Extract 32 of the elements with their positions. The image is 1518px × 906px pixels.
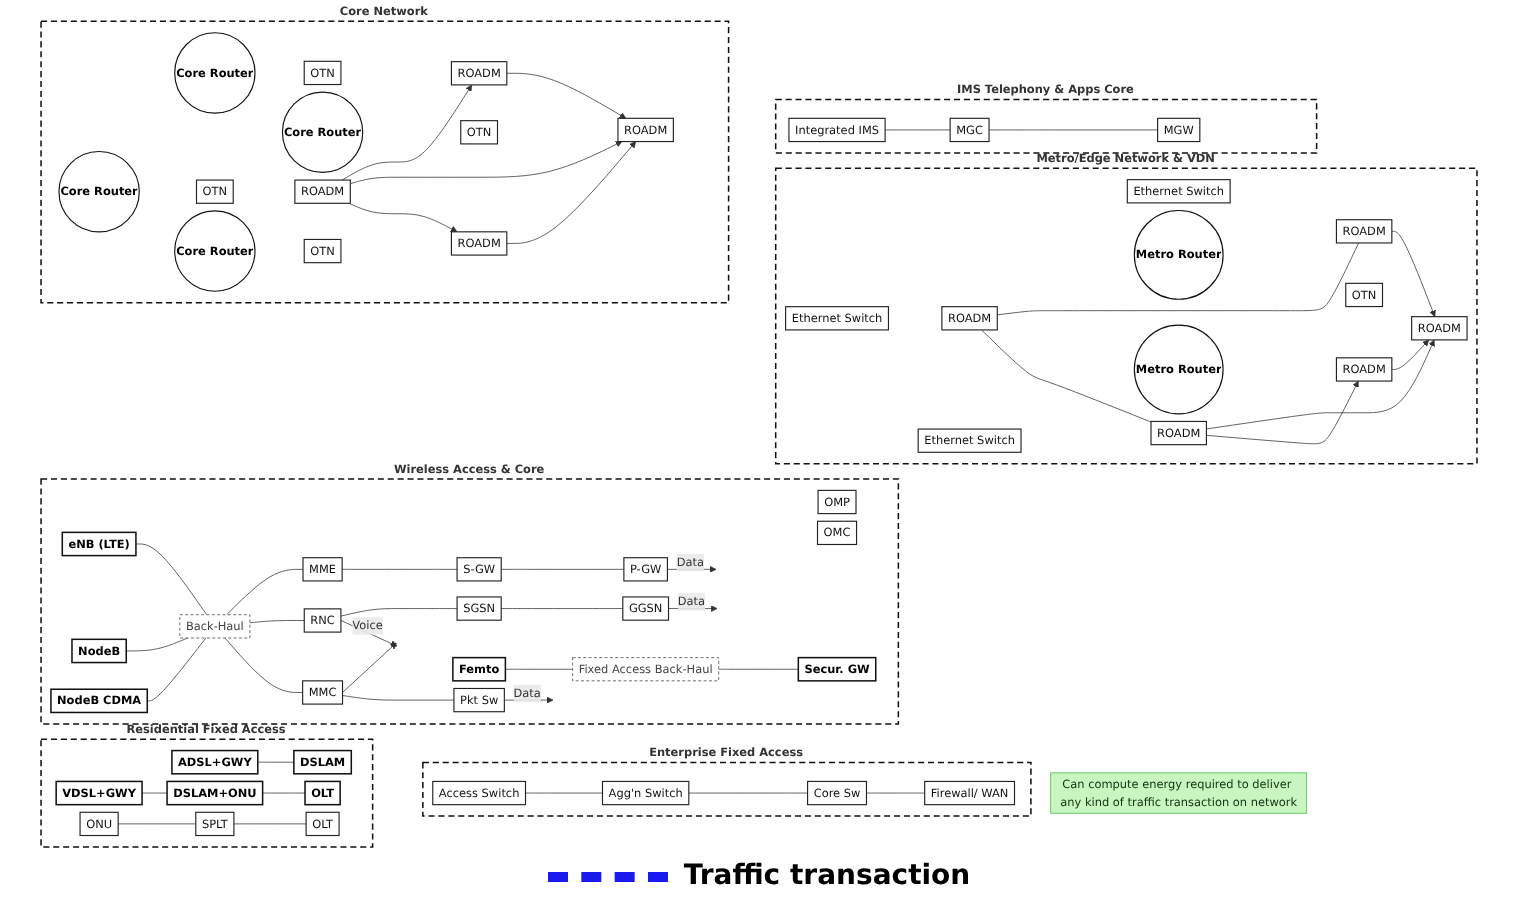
connector-line — [718, 668, 799, 670]
connector-line — [342, 695, 455, 701]
connector-line — [226, 568, 304, 616]
connector-line — [135, 543, 208, 616]
cluster — [774, 98, 1318, 154]
connector-line — [125, 637, 188, 652]
connector-line — [505, 668, 573, 670]
cluster — [40, 478, 900, 725]
connector-line — [141, 792, 168, 794]
connector-line — [996, 242, 1359, 316]
connector-line — [500, 568, 625, 570]
connector-line — [341, 568, 458, 570]
connector-line — [500, 608, 624, 609]
connector-line — [525, 792, 603, 794]
connector-line — [981, 329, 1152, 423]
connector-line — [233, 823, 307, 825]
connector-line — [866, 792, 926, 794]
connector-line — [340, 608, 458, 617]
connector-line — [146, 637, 207, 702]
cluster — [40, 20, 730, 304]
connector-line — [988, 129, 1158, 131]
connector-line — [262, 792, 306, 794]
legend-label: Traffic transaction — [683, 860, 971, 892]
cluster — [40, 738, 374, 848]
cluster — [422, 761, 1032, 817]
connector-line — [884, 129, 951, 131]
connector-line — [117, 823, 197, 825]
connector-line — [688, 792, 808, 794]
connector-line — [224, 637, 303, 693]
cluster — [774, 167, 1478, 465]
connector-line — [257, 761, 295, 763]
connector-line — [249, 620, 305, 624]
